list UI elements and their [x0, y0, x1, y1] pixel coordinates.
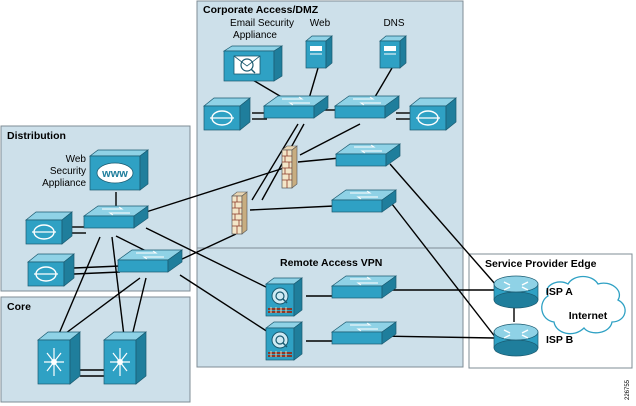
- zone-title-spe: Service Provider Edge: [485, 258, 597, 270]
- wsa-label-line1: Web: [66, 154, 87, 165]
- internet-cloud: Internet: [541, 275, 626, 335]
- figure-number: 226755: [625, 379, 631, 400]
- vpn-switch-2: [331, 321, 397, 345]
- email-security-label-line2: Appliance: [233, 30, 277, 41]
- vpn-concentrator-1: [265, 277, 303, 317]
- core-switch-2: [103, 331, 147, 385]
- core-switch-1: [37, 331, 81, 385]
- vpn-concentrator-2: [265, 321, 303, 361]
- wsa-www-glyph: www: [101, 168, 128, 180]
- zone-title-vpn: Remote Access VPN: [280, 257, 382, 269]
- isp-a-label: ISP A: [546, 286, 573, 298]
- isp-b-router: ISP B: [493, 323, 574, 357]
- zone-title-distribution: Distribution: [7, 130, 66, 142]
- dmz-left-appliance: [203, 97, 251, 131]
- firewall-lower: [231, 191, 248, 235]
- dns-server-label: DNS: [383, 18, 404, 29]
- zone-title-dmz: Corporate Access/DMZ: [203, 4, 319, 16]
- dmz-switch-3: [335, 143, 401, 167]
- wsa-label-line3: Appliance: [42, 178, 86, 189]
- web-server: Web: [305, 18, 333, 69]
- dmz-switch-4: [331, 189, 397, 213]
- dmz-right-appliance: [409, 97, 457, 131]
- email-security-appliance: Email Security Appliance: [222, 18, 294, 82]
- wsa-label-line2: Security: [50, 166, 86, 177]
- vpn-switch-1: [331, 275, 397, 299]
- isp-b-label: ISP B: [546, 334, 574, 346]
- zone-core: Core: [0, 296, 191, 403]
- email-security-label-line1: Email Security: [230, 18, 294, 29]
- firewall-upper: [281, 145, 298, 189]
- distribution-switch-1: [83, 205, 149, 229]
- distribution-switch-2: [117, 249, 183, 273]
- zone-remote-access-vpn: Remote Access VPN: [196, 247, 464, 368]
- distribution-appliance-1: [25, 211, 73, 245]
- internet-label: Internet: [569, 310, 608, 322]
- dns-server: DNS: [379, 18, 407, 69]
- zone-title-core: Core: [7, 301, 31, 313]
- dmz-switch-2: [334, 95, 400, 119]
- isp-a-router: ISP A: [493, 275, 573, 309]
- connection-lines: [57, 67, 515, 377]
- dmz-switch-1: [263, 95, 329, 119]
- distribution-appliance-2: [27, 253, 75, 287]
- web-server-label: Web: [310, 18, 331, 29]
- web-security-appliance: Web Security Appliance www: [42, 149, 150, 191]
